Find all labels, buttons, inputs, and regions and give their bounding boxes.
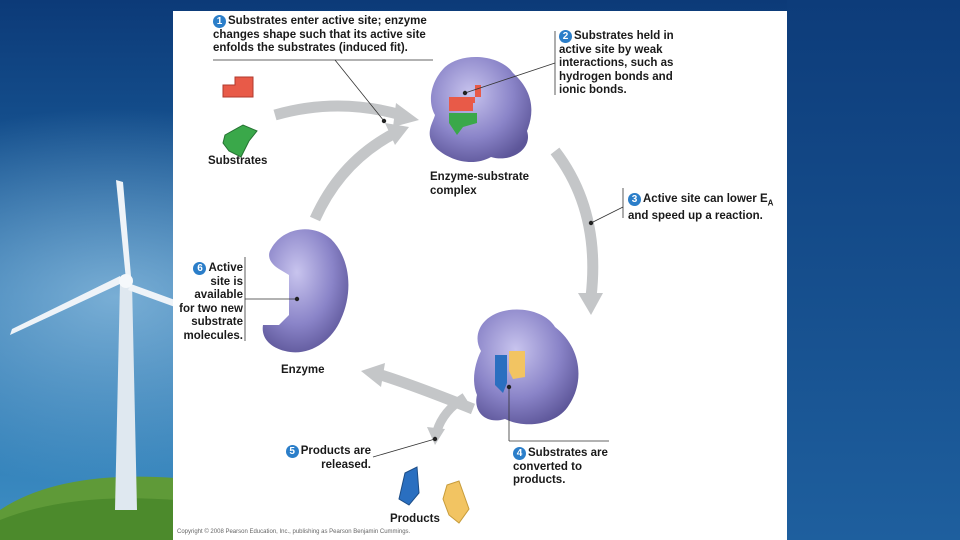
leader-lines xyxy=(213,31,624,458)
cycle-arrow-release xyxy=(427,393,468,445)
step-1-text: Substrates enter active site; enzyme cha… xyxy=(213,15,427,54)
step-3-subscript: A xyxy=(767,198,774,208)
step-6-badge: 6 xyxy=(193,262,207,275)
wind-turbine-icon xyxy=(0,180,175,540)
bound-substrate-green-shape xyxy=(449,113,477,135)
cycle-arrow-right xyxy=(550,147,603,315)
products-label: Products xyxy=(390,513,440,525)
enzyme-substrate-complex-shape xyxy=(429,56,532,163)
enzyme-substrate-complex-label: Enzyme-substrate complex xyxy=(430,171,530,197)
bound-substrate-red-shape xyxy=(449,85,481,111)
leader-dots xyxy=(294,90,594,442)
substrate-green-shape xyxy=(222,124,258,158)
step-3-badge: 3 xyxy=(628,193,641,206)
cycle-arrow-top xyxy=(273,100,419,127)
step-2-text: Substrates held in active site by weak i… xyxy=(559,30,674,96)
bound-product-yellow-shape xyxy=(509,351,525,379)
enzyme-shape xyxy=(262,229,349,353)
step-5-badge: 5 xyxy=(285,445,299,458)
step-2-badge: 2 xyxy=(559,30,572,43)
product-blue-shape xyxy=(398,466,420,506)
substrate-red-shape xyxy=(222,76,254,98)
enzyme-label: Enzyme xyxy=(281,364,325,376)
step-4-badge: 4 xyxy=(513,447,526,460)
step-4-text: Substrates are converted to products. xyxy=(513,447,608,486)
copyright-text: Copyright © 2008 Pearson Education, Inc.… xyxy=(177,529,411,535)
step-3-text-a: Active site can lower E xyxy=(643,193,768,205)
step-3-text-b: and speed up a reaction. xyxy=(628,209,763,222)
induced-fit-cycle-diagram xyxy=(213,31,624,524)
enzyme-product-complex-shape xyxy=(474,309,579,425)
substrates-label: Substrates xyxy=(208,155,268,167)
cycle-arrow-left xyxy=(309,123,409,222)
step-1-badge: 1 xyxy=(213,15,226,28)
product-yellow-shape xyxy=(442,480,470,524)
bound-product-blue-shape xyxy=(495,355,507,393)
step-5-text: Products are released. xyxy=(300,445,371,471)
step-6-text: Active site is available for two new sub… xyxy=(179,262,243,342)
